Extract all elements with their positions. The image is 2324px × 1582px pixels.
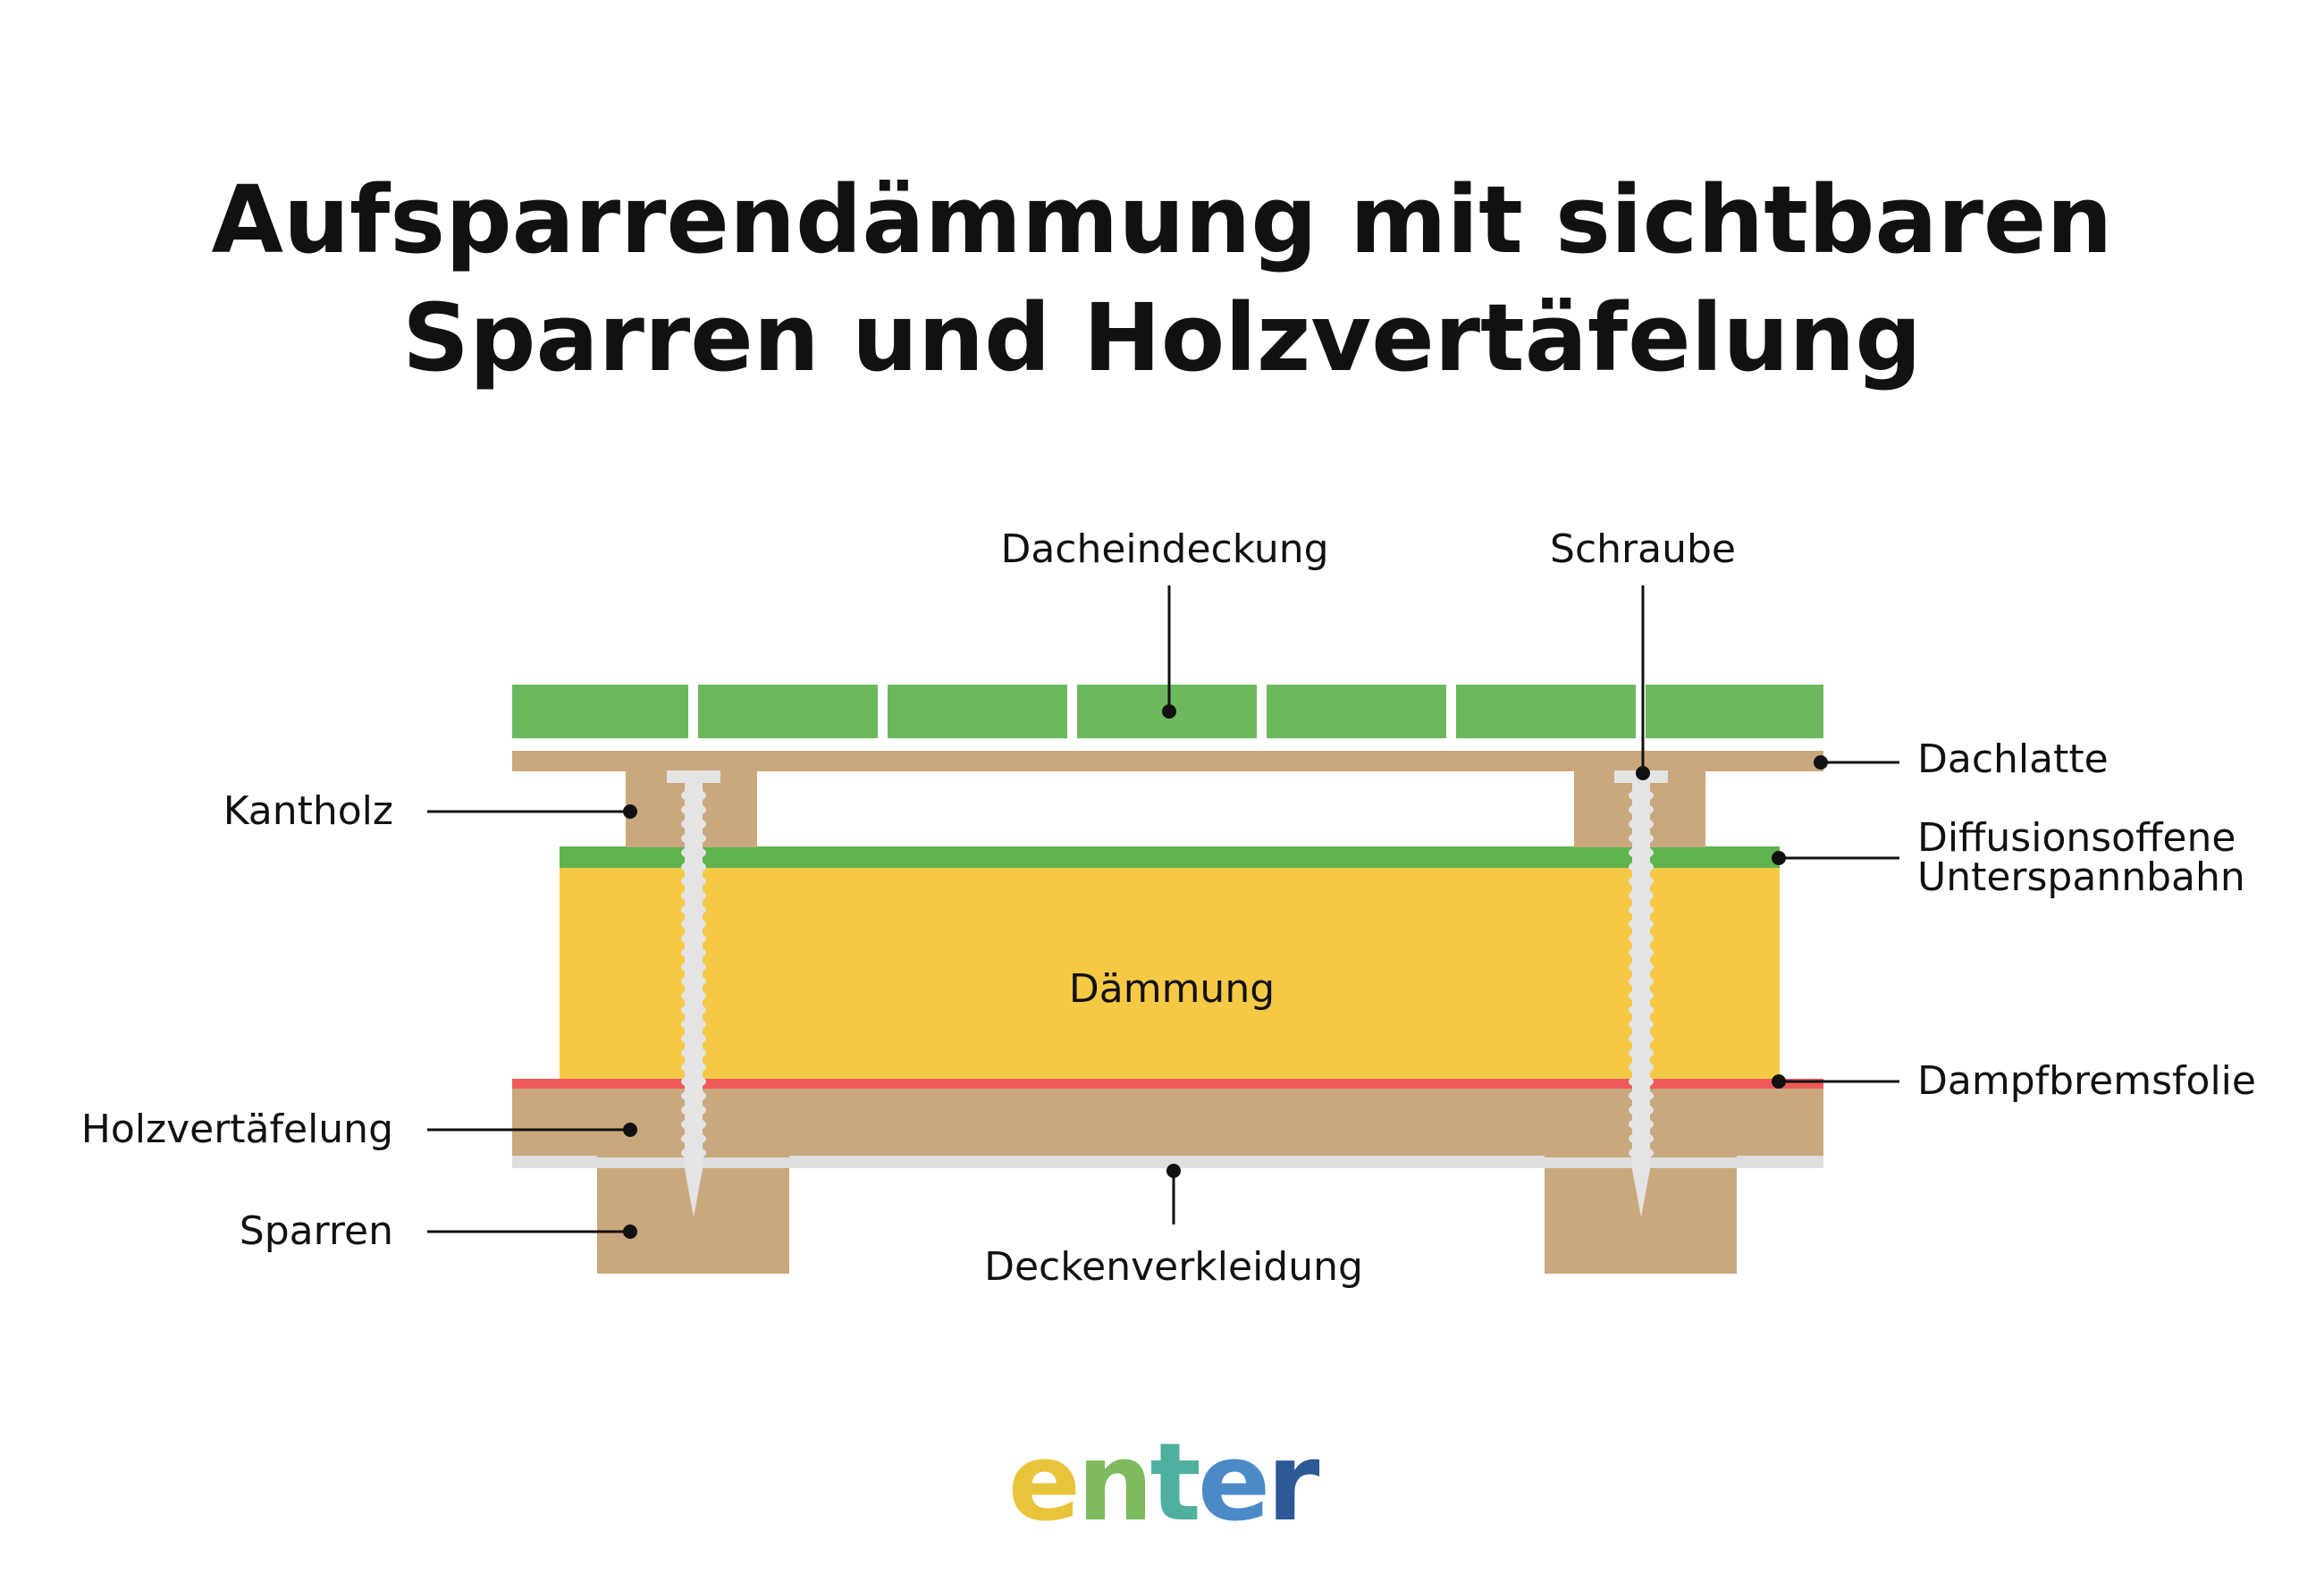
screw-thread xyxy=(1629,1032,1654,1045)
screw-thread xyxy=(681,1032,706,1045)
screw-thread xyxy=(1629,904,1654,916)
vapor-barrier xyxy=(512,1079,1823,1089)
screw-thread xyxy=(1629,889,1654,902)
dot-sparren xyxy=(623,1224,637,1239)
screw-thread xyxy=(1629,789,1654,802)
dot-kantholz xyxy=(623,804,637,819)
roof-tile xyxy=(1267,685,1446,738)
screw-thread xyxy=(681,861,706,873)
page-title: Aufsparrendämmung mit sichtbaren Sparren… xyxy=(0,161,2324,397)
screw-thread xyxy=(1629,1147,1654,1159)
screw-thread xyxy=(1629,1004,1654,1016)
screw-thread xyxy=(1629,947,1654,959)
screw-thread xyxy=(681,875,706,888)
label-dacheindeckung: Dacheindeckung xyxy=(1000,526,1328,572)
roof-tiles xyxy=(512,685,1823,738)
screw-thread xyxy=(681,904,706,916)
screw-thread xyxy=(681,1090,706,1102)
dot-deckenverkleidung xyxy=(1166,1164,1181,1178)
screw-thread xyxy=(681,832,706,845)
screw-thread xyxy=(681,1018,706,1031)
logo-letter: e xyxy=(1007,1421,1081,1545)
screw-thread xyxy=(681,932,706,945)
label-schraube: Schraube xyxy=(1550,526,1736,572)
screw-thread xyxy=(1629,1018,1654,1031)
dot-dachlatte xyxy=(1814,755,1828,770)
label-daemmung: Dämmung xyxy=(1069,966,1275,1012)
logo-letter: r xyxy=(1267,1421,1319,1545)
roof-batten xyxy=(512,751,1823,771)
dot-holzvertaefelung xyxy=(623,1123,637,1137)
screw-threads xyxy=(681,789,1654,1159)
screw-thread xyxy=(681,918,706,930)
label-unterspannbahn-1: Diffusionsoffene xyxy=(1917,815,2236,861)
title-line-2: Sparren und Holzvertäfelung xyxy=(402,283,1922,392)
label-dachlatte: Dachlatte xyxy=(1917,736,2109,782)
breathable-membrane xyxy=(560,846,1780,868)
dot-dacheindeckung xyxy=(1162,704,1176,719)
leader-lines xyxy=(427,585,1899,1233)
screw-thread xyxy=(681,804,706,816)
logo-letter: n xyxy=(1077,1421,1153,1545)
label-sparren: Sparren xyxy=(240,1208,393,1254)
screw-thread xyxy=(681,1047,706,1059)
screw-thread xyxy=(1629,818,1654,830)
screw-thread xyxy=(681,1147,706,1159)
title-line-1: Aufsparrendämmung mit sichtbaren xyxy=(211,165,2113,274)
roof-tile xyxy=(1646,685,1823,738)
screw-thread xyxy=(681,1004,706,1016)
screw-thread xyxy=(1629,1047,1654,1059)
screw-thread xyxy=(1629,1118,1654,1131)
label-holzvertaefelung: Holzvertäfelung xyxy=(81,1107,393,1152)
roof-tile xyxy=(888,685,1067,738)
dot-dampfbremsfolie xyxy=(1772,1074,1786,1089)
roof-tile xyxy=(1456,685,1636,738)
screw-thread xyxy=(1629,1061,1654,1073)
screw-thread xyxy=(1629,804,1654,816)
screw-thread xyxy=(1629,961,1654,973)
screw-thread xyxy=(1629,989,1654,1002)
dot-unterspannbahn xyxy=(1772,851,1786,865)
label-deckenverkleidung: Deckenverkleidung xyxy=(984,1244,1363,1290)
screw-thread xyxy=(681,1118,706,1131)
screw-thread xyxy=(1629,932,1654,945)
label-kantholz: Kantholz xyxy=(223,788,393,834)
brand-logo: enter xyxy=(0,1421,2324,1545)
screw-thread xyxy=(1629,975,1654,988)
insulation xyxy=(560,867,1780,1079)
screw-thread xyxy=(681,789,706,802)
screw-thread xyxy=(1629,918,1654,930)
screw-thread xyxy=(1629,832,1654,845)
label-dampfbremsfolie: Dampfbremsfolie xyxy=(1917,1058,2256,1104)
leader-dots xyxy=(623,704,1828,1239)
screw-thread xyxy=(681,1075,706,1088)
logo-letter: t xyxy=(1149,1421,1200,1545)
dot-schraube xyxy=(1636,766,1650,780)
screw-thread xyxy=(1629,1132,1654,1145)
screw-thread xyxy=(1629,1104,1654,1116)
screw-thread xyxy=(681,989,706,1002)
screw-thread xyxy=(681,975,706,988)
screw-thread xyxy=(1629,846,1654,859)
screw-thread xyxy=(681,818,706,830)
screw-thread xyxy=(1629,1075,1654,1088)
screw-thread xyxy=(681,1132,706,1145)
screw-thread xyxy=(681,961,706,973)
label-unterspannbahn-2: Unterspannbahn xyxy=(1917,854,2245,900)
screw-thread xyxy=(1629,861,1654,873)
screw-thread xyxy=(681,1061,706,1073)
logo-letter: e xyxy=(1197,1421,1270,1545)
screw-thread xyxy=(681,1104,706,1116)
screw-thread xyxy=(681,889,706,902)
screw-thread xyxy=(1629,875,1654,888)
roof-tile xyxy=(698,685,878,738)
screw-thread xyxy=(681,846,706,859)
screw-thread xyxy=(1629,1090,1654,1102)
screw-thread xyxy=(681,947,706,959)
roof-tile xyxy=(512,685,688,738)
